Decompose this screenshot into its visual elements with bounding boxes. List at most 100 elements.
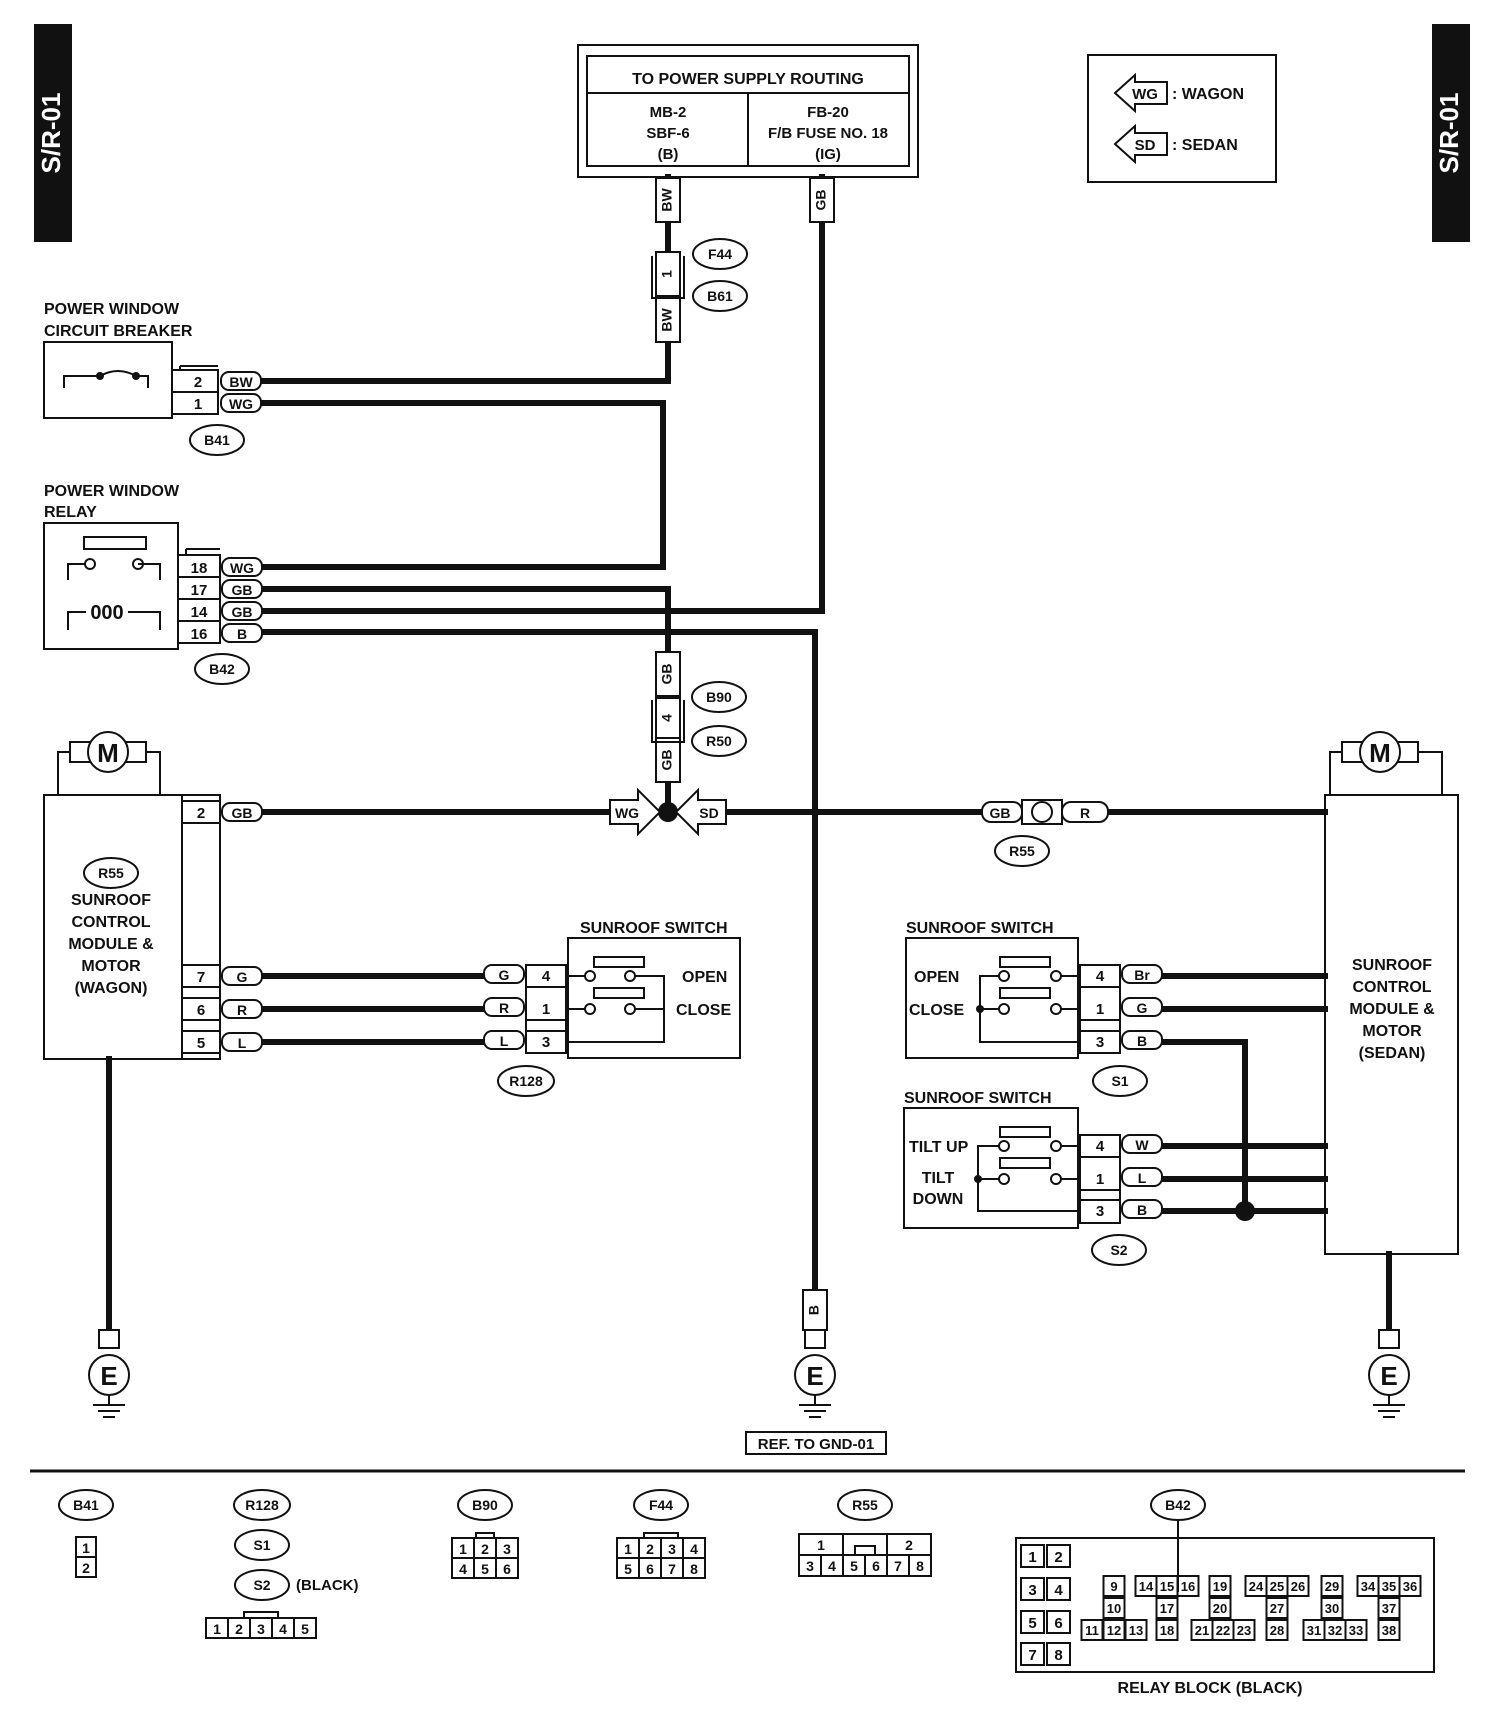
s1-connector: S1 [1111,1073,1128,1089]
cv-f44-pin-3: 3 [668,1541,676,1557]
cv-f44-pin-2: 2 [646,1541,654,1557]
b42-pin-cell [1046,1577,1071,1601]
breaker-pin-2: 2 [194,374,202,391]
wagon-module-pin-6: 6 [197,1002,205,1019]
cv-r128-pin-4: 4 [279,1621,287,1637]
b42-pin-label: 8 [1054,1647,1062,1664]
b42-pin-cell [1286,1575,1310,1597]
wagon-sunroof-module: M 2 7 6 5 GB G R L R55 SUNROOF CONTROL M… [43,731,263,1060]
b42-pin-label: 4 [1054,1582,1063,1599]
wagon-switch-close: CLOSE [676,1002,731,1019]
power-supply-left-1: MB-2 [650,104,687,121]
cv-r128-pin-3: 3 [257,1621,265,1637]
cv-r55-pin-2: 2 [905,1537,913,1553]
inline-connector-r55: GB R R55 [981,799,1109,867]
b42-pin-label: 18 [1160,1623,1174,1638]
cv-b41-code: B41 [73,1497,99,1513]
cv-f44-pin-5: 5 [624,1561,632,1577]
s1-pin-1: 1 [1096,1001,1104,1018]
cv-b90-pin-1: 1 [459,1541,467,1557]
b42-pin-cell [1020,1642,1045,1666]
cv-r128-code: R128 [245,1497,279,1513]
wagon-module-line-1: SUNROOF [71,892,151,909]
sedan-motor-symbol: M [1369,738,1391,768]
wagon-module-line-3: MODULE & [68,936,154,953]
b42-pin-label: 28 [1270,1623,1284,1638]
cv-b41-pin-2: 2 [82,1560,90,1576]
cv-f44-pin-1: 1 [624,1541,632,1557]
joint-b90-pin: 4 [659,714,675,722]
relay-coil: 000 [90,602,123,624]
b42-pin-label: 38 [1382,1623,1396,1638]
power-supply-left-3: (B) [658,146,679,163]
wires [106,174,1392,1333]
s2-switch-title: SUNROOF SWITCH [904,1090,1052,1107]
ground-right: E [1368,1329,1410,1418]
page-code-left: S/R-01 [34,24,72,242]
relay-connector-code: B42 [209,661,235,677]
ground-left-symbol: E [100,1361,117,1391]
wagon-sedan-split: WG SD [609,787,727,837]
s2-tilt-up: TILT UP [909,1139,969,1156]
breaker-pin-2-color: BW [229,374,253,390]
s1-switch-title: SUNROOF SWITCH [906,920,1054,937]
b42-pin-cell [1265,1619,1289,1641]
b42-pin-cell [1020,1610,1045,1634]
s1-switch-open: OPEN [914,969,959,986]
wire-label-gb-upper: GB [659,664,675,685]
breaker-connector-code: B41 [204,432,230,448]
power-supply-right-3: (IG) [815,146,841,163]
sedan-module-line-4: MOTOR [1362,1023,1422,1040]
b42-pin-cell [1124,1619,1148,1641]
b42-pin-cell [1344,1619,1368,1641]
b42-pin-label: 10 [1107,1601,1121,1616]
wire-label-bw-lower: BW [659,308,675,332]
page-code-left-text: S/R-01 [36,93,66,174]
b42-pin-cell [1102,1597,1126,1619]
joint-connector-b90-r50: 4 B90 R50 [651,681,747,757]
b42-pin-label: 32 [1328,1623,1342,1638]
breaker-pin-1-color: WG [229,396,253,412]
wire-label-bw-top: BW [659,188,675,212]
joint-r50-code: R50 [706,733,732,749]
b42-pin-cell [1398,1575,1422,1597]
cv-r55-pin-7: 7 [894,1558,902,1574]
cv-b42-code: B42 [1165,1497,1191,1513]
b42-pin-label: 12 [1107,1623,1121,1638]
relay-title-2: RELAY [44,504,97,521]
s2-pin-4: 4 [1096,1138,1105,1155]
cv-b90-code: B90 [472,1497,498,1513]
b42-pin-label: 11 [1085,1623,1099,1638]
b42-pin-cell [1046,1642,1071,1666]
s1-switch-close: CLOSE [909,1002,964,1019]
cv-b42-label: RELAY BLOCK (BLACK) [1118,1680,1303,1697]
wagon-motor-symbol: M [97,738,119,768]
wire-label-gb-lower: GB [659,750,675,771]
b42-pin-label: 2 [1054,1549,1062,1566]
b42-pin-cell [1377,1619,1401,1641]
ground-left: E [88,1329,130,1418]
wagon-switch-pin-3: 3 [542,1034,550,1051]
split-wg-label: WG [615,805,639,821]
power-supply-box: TO POWER SUPPLY ROUTING MB-2 SBF-6 (B) F… [577,44,919,178]
cv-f44-pin-7: 7 [668,1561,676,1577]
s1-pin-4-color: Br [1134,967,1150,983]
vertical-wire-labels: BW BW GB GB GB B [655,177,835,1331]
power-supply-title: TO POWER SUPPLY ROUTING [632,71,864,88]
sunroof-switch-s2: SUNROOF SWITCH TILT UP TILT DOWN 4 1 3 W… [903,1090,1163,1266]
b42-pin-label: 37 [1382,1601,1396,1616]
b42-pin-label: 24 [1249,1579,1264,1594]
relay-pin-16: 16 [191,626,208,643]
b42-pin-label: 13 [1129,1623,1143,1638]
b42-pin-label: 19 [1213,1579,1227,1594]
b42-pin-label: 5 [1028,1615,1036,1632]
b42-pin-cell [1232,1619,1256,1641]
s1-pin-3-color: B [1137,1033,1147,1049]
b42-pin-cell [1265,1597,1289,1619]
sedan-module-line-5: (SEDAN) [1359,1045,1426,1062]
cv-r55-pin-5: 5 [850,1558,858,1574]
wagon-switch-open: OPEN [682,969,727,986]
relay-pin-14-color: GB [232,604,253,620]
page-code-right-text: S/R-01 [1434,93,1464,174]
